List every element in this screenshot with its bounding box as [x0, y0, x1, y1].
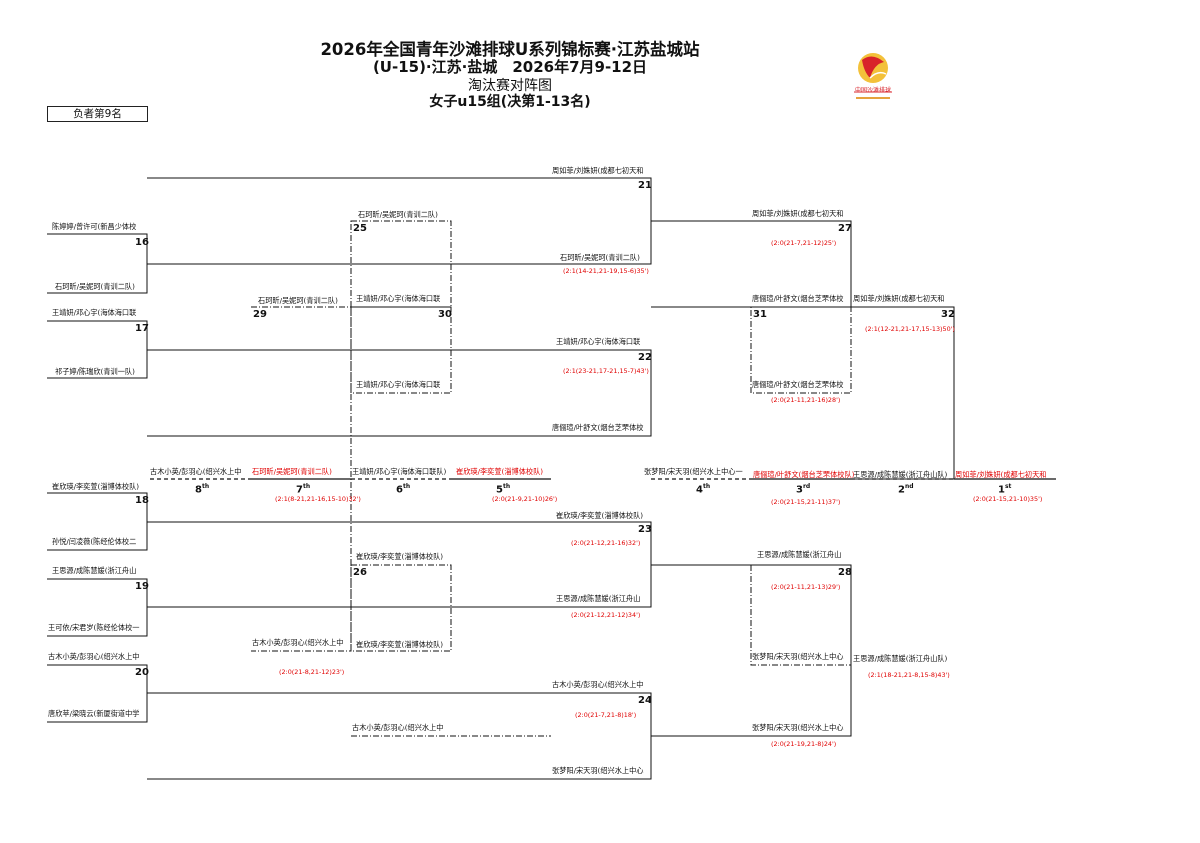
match-score: (2:0(21-12,21-16)32') — [571, 539, 641, 547]
match-number: 22 — [638, 352, 652, 363]
match-number: 30 — [438, 309, 452, 320]
page-subtitle: (U-15)·江苏·盐城 2026年7月9-12日 — [372, 58, 648, 76]
team-name: 王思源/成陈慧媛(浙江舟山队) — [853, 654, 948, 663]
team-name: 张梦阳/宋天羽(绍兴水上中心 — [752, 652, 844, 661]
team-name: 祁子婷/陈瑞欣(青训一队) — [55, 367, 135, 376]
team-name: 周如菲/刘姝妍(成都七初天和 — [955, 470, 1047, 479]
match-score: (2:0(21-7,21-8)18') — [575, 711, 637, 719]
team-name: 王靖妍/邓心宇(海体海口联 — [356, 380, 441, 389]
team-name: 周如菲/刘姝妍(成都七初天和 — [752, 209, 844, 218]
rank-label: 4th — [696, 483, 711, 496]
match-score: (2:0(21-9,21-10)26') — [492, 495, 558, 503]
team-name: 王靖妍/邓心宇(海体海口联 — [556, 337, 641, 346]
rank-label: 1st — [998, 483, 1012, 496]
logo-text: 中国沙滩排球 — [855, 86, 891, 94]
team-name: 崔欣瑛/李奕萱(淄博体校队) — [456, 467, 544, 476]
loser-ninth-box: 负者第9名 — [47, 106, 148, 122]
match-score: (2:1(12-21,21-17,15-13)50') — [865, 325, 955, 333]
group-title: 女子u15组(决第1-13名) — [429, 94, 591, 110]
team-name: 崔欣瑛/李奕萱(淄博体校队) — [356, 640, 444, 649]
match-number: 19 — [135, 581, 149, 592]
match-score: (2:1(8-21,21-16,15-10)32') — [275, 495, 361, 503]
match-number: 17 — [135, 323, 149, 334]
match-number: 16 — [135, 237, 149, 248]
match-score: (2:0(21-8,21-12)23') — [279, 668, 345, 676]
team-name: 王靖妍/邓心宇(海体海口联 — [356, 294, 441, 303]
match-number: 20 — [135, 667, 149, 678]
team-name: 石珂昕/吴妮珂(青训二队) — [258, 296, 338, 305]
chart-title: 淘汰赛对阵图 — [468, 78, 552, 94]
team-name: 王靖妍/邓心宇(海体海口联队) — [352, 467, 447, 476]
team-name: 崔欣瑛/李奕萱(淄博体校队) — [556, 511, 644, 520]
team-name: 石珂昕/吴妮珂(青训二队) — [252, 467, 332, 476]
match-score: (2:0(21-7,21-12)25') — [771, 239, 837, 247]
match-number: 23 — [638, 524, 652, 535]
team-name: 古木小英/彭羽心(绍兴水上中 — [150, 467, 242, 476]
team-name: 张梦阳/宋天羽(绍兴水上中心一 — [644, 467, 743, 476]
match-score: (2:1(14-21,21-19,15-6)35') — [563, 267, 649, 275]
team-name: 崔欣瑛/李奕萱(淄博体校队) — [52, 482, 140, 491]
team-name: 唐俪瑄/叶舒文(烟台芝罘体校队) — [753, 470, 855, 479]
team-name: 石珂昕/吴妮珂(青训二队) — [358, 210, 438, 219]
match-number: 21 — [638, 180, 652, 191]
match-number: 18 — [135, 495, 149, 506]
match-score: (2:0(21-11,21-16)28') — [771, 396, 841, 404]
team-name: 石珂昕/吴妮珂(青训二队) — [560, 253, 640, 262]
team-name: 王思源/成陈慧媛(浙江舟山 — [757, 550, 842, 559]
team-name: 王思源/成陈慧媛(浙江舟山队) — [853, 470, 948, 479]
team-name: 石珂昕/吴妮珂(青训二队) — [55, 282, 135, 291]
team-name: 王思源/成陈慧媛(浙江舟山 — [52, 566, 137, 575]
match-score: (2:0(21-12,21-12)34') — [571, 611, 641, 619]
rank-label: 3rd — [796, 483, 811, 496]
team-name: 陈婷婷/曾许可(新昌少体校 — [52, 222, 137, 231]
match-number: 29 — [253, 309, 267, 320]
rank-label: 8th — [195, 483, 210, 496]
match-score: (2:1(18-21,21-8,15-8)43') — [868, 671, 950, 679]
team-name: 唐俪瑄/叶舒文(烟台芝罘体校 — [752, 294, 844, 303]
match-score: (2:0(21-15,21-11)37') — [771, 498, 841, 506]
team-name: 张梦阳/宋天羽(绍兴水上中心 — [552, 766, 644, 775]
team-name: 周如菲/刘姝妍(成都七初天和 — [853, 294, 945, 303]
match-number: 27 — [838, 223, 852, 234]
match-number: 32 — [941, 309, 955, 320]
match-score: (2:1(23-21,17-21,15-7)43') — [563, 367, 649, 375]
team-name: 古木小英/彭羽心(绍兴水上中 — [552, 680, 644, 689]
rank-label: 7th — [296, 483, 311, 496]
team-name: 王思源/成陈慧媛(浙江舟山 — [556, 594, 641, 603]
team-name: 孙悦/闫凌薇(陈经伦体校二 — [52, 537, 137, 546]
match-score: (2:0(21-15,21-10)35') — [973, 495, 1043, 503]
team-name: 唐俪瑄/叶舒文(烟台芝罘体校 — [552, 423, 644, 432]
team-name: 周如菲/刘姝妍(成都七初天和 — [552, 166, 644, 175]
team-name: 崔欣瑛/李奕萱(淄博体校队) — [356, 552, 444, 561]
team-name: 张梦阳/宋天羽(绍兴水上中心 — [752, 723, 844, 732]
match-score: (2:0(21-19,21-8)24') — [771, 740, 837, 748]
team-name: 王靖妍/邓心宇(海体海口联 — [52, 308, 137, 317]
match-number: 31 — [753, 309, 767, 320]
page-title: 2026年全国青年沙滩排球U系列锦标赛·江苏盐城站 — [320, 40, 700, 59]
team-name: 唐欣苹/梁晓云(新厦街道中学 — [48, 709, 140, 718]
rank-label: 5th — [496, 483, 511, 496]
rank-label: 2nd — [898, 483, 914, 496]
match-score: (2:0(21-11,21-13)29') — [771, 583, 841, 591]
match-number: 25 — [353, 223, 367, 234]
match-number: 24 — [638, 695, 652, 706]
team-name: 王可依/宋君岁(陈经伦体校一 — [48, 623, 140, 632]
volleyball-logo: 中国沙滩排球 — [848, 48, 898, 104]
team-name: 古木小英/彭羽心(绍兴水上中 — [48, 652, 140, 661]
team-name: 古木小英/彭羽心(绍兴水上中 — [352, 723, 444, 732]
match-number: 26 — [353, 567, 367, 578]
team-name: 古木小英/彭羽心(绍兴水上中 — [252, 638, 344, 647]
team-name: 唐俪瑄/叶舒文(烟台芝罘体校 — [752, 380, 844, 389]
match-number: 28 — [838, 567, 852, 578]
rank-label: 6th — [396, 483, 411, 496]
